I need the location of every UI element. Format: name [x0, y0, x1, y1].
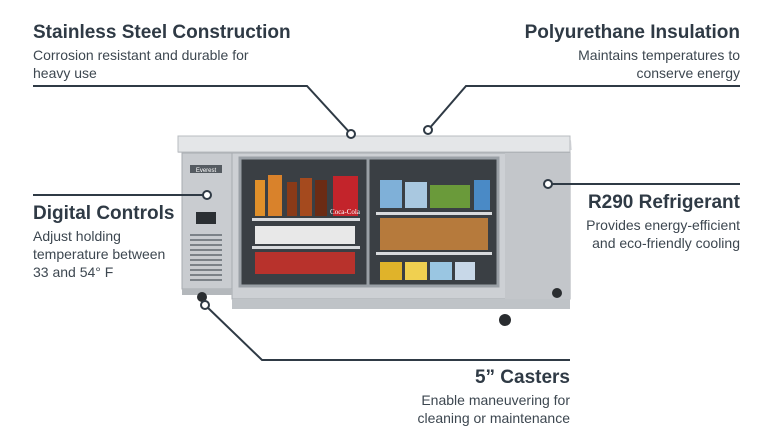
callout-casters-text: Enable maneuvering for cleaning or maint…: [350, 391, 570, 427]
callout-stainless: Stainless Steel Construction Corrosion r…: [33, 22, 353, 82]
callout-refrigerant-line2: and eco-friendly cooling: [592, 235, 740, 251]
callout-stainless-title: Stainless Steel Construction: [33, 22, 291, 43]
refrigerant-marker: [543, 179, 553, 189]
leader-lines: [33, 85, 740, 361]
callout-markers: [200, 125, 553, 310]
controls-marker: [202, 190, 212, 200]
callout-refrigerant-title: R290 Refrigerant: [587, 192, 740, 213]
insulation-marker: [423, 125, 433, 135]
callout-refrigerant-text: Provides energy-efficient and eco-friend…: [540, 216, 740, 252]
callout-controls-line1: Adjust holding: [33, 228, 121, 244]
stainless-line: [33, 85, 352, 135]
callout-casters-title: 5” Casters: [474, 367, 570, 388]
insulation-line: [427, 85, 740, 131]
callout-casters: 5” Casters Enable maneuvering for cleani…: [350, 367, 570, 427]
refrigerator: Everest Coca-Cola: [177, 135, 572, 326]
callout-refrigerant: R290 Refrigerant Provides energy-efficie…: [540, 192, 740, 252]
brand-badge: [190, 165, 222, 173]
caster-front-right: [499, 314, 511, 326]
callout-stainless-line2: heavy use: [33, 65, 97, 81]
callout-insulation: Polyurethane Insulation Maintains temper…: [440, 22, 740, 82]
callout-insulation-text: Maintains temperatures to conserve energ…: [440, 46, 740, 82]
caster-back-right: [552, 288, 562, 298]
vent-grille: [190, 234, 222, 281]
callout-casters-line1: Enable maneuvering for: [421, 392, 570, 408]
callout-controls-line3: 33 and 54° F: [33, 264, 114, 280]
callout-controls-title: Digital Controls: [33, 203, 175, 224]
callout-casters-line2: cleaning or maintenance: [417, 410, 570, 426]
callout-refrigerant-line1: Provides energy-efficient: [586, 217, 740, 233]
casters-marker: [200, 300, 210, 310]
beverages-right: [380, 180, 490, 280]
callout-controls-line2: temperature between: [33, 246, 166, 262]
brand-badge-text: Everest: [196, 168, 217, 174]
casters-line: [204, 304, 570, 361]
callout-stainless-line1: Corrosion resistant and durable for: [33, 47, 249, 63]
callout-insulation-line1: Maintains temperatures to: [578, 47, 740, 63]
bottle-label: Coca-Cola: [330, 208, 361, 216]
cabinet-side: [505, 153, 570, 299]
callout-insulation-line2: conserve energy: [636, 65, 740, 81]
stainless-marker: [346, 129, 356, 139]
digital-display: [196, 212, 216, 224]
callout-stainless-text: Corrosion resistant and durable for heav…: [33, 46, 353, 82]
callout-controls: Digital Controls Adjust holding temperat…: [33, 203, 203, 281]
counter-top: [177, 135, 571, 153]
beverages-left: Coca-Cola: [255, 175, 361, 274]
callout-insulation-title: Polyurethane Insulation: [524, 22, 740, 43]
caster-front-left: [197, 292, 207, 302]
callout-controls-text: Adjust holding temperature between 33 an…: [33, 227, 203, 281]
